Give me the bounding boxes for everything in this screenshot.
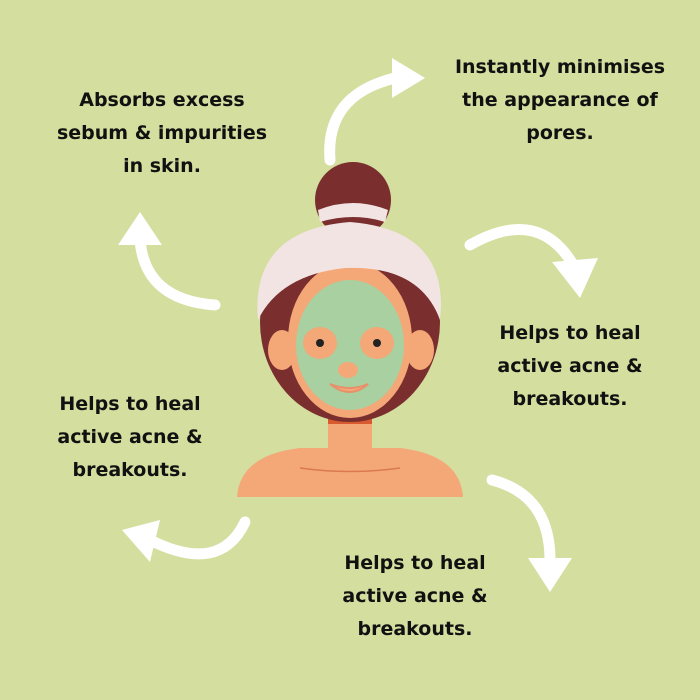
benefit-line: pores.	[526, 122, 594, 144]
arrow-top	[324, 58, 425, 166]
benefit-line: Helps to heal	[344, 552, 486, 574]
arrow-right	[464, 224, 598, 298]
benefit-line: Absorbs excess	[79, 89, 245, 111]
benefit-line: sebum & impurities	[56, 122, 268, 144]
woman-figure	[237, 162, 463, 497]
benefit-line: Helps to heal	[59, 393, 201, 415]
benefit-line: Instantly minimises	[454, 56, 666, 78]
benefit-line: breakouts.	[357, 618, 473, 640]
benefit-minimises-pores: Instantly minimises the appearance of po…	[430, 51, 690, 150]
benefit-line: breakouts.	[72, 459, 188, 481]
benefit-line: in skin.	[123, 155, 201, 177]
benefit-heal-acne-left: Helps to heal active acne & breakouts.	[0, 388, 260, 487]
arrow-bottom-right	[486, 474, 572, 592]
arrow-left	[118, 212, 221, 311]
benefit-line: active acne &	[342, 585, 488, 607]
benefit-line: breakouts.	[512, 388, 628, 410]
benefit-line: Helps to heal	[499, 322, 641, 344]
benefit-line: active acne &	[497, 355, 643, 377]
benefit-heal-acne-right: Helps to heal active acne & breakouts.	[440, 317, 700, 416]
benefit-absorbs-sebum: Absorbs excess sebum & impurities in ski…	[32, 84, 292, 183]
arrow-bottom-left	[122, 516, 251, 562]
benefit-heal-acne-bottom: Helps to heal active acne & breakouts.	[285, 547, 545, 646]
cycle-arrows	[118, 58, 598, 592]
benefit-line: active acne &	[57, 426, 203, 448]
benefit-line: the appearance of	[462, 89, 658, 111]
